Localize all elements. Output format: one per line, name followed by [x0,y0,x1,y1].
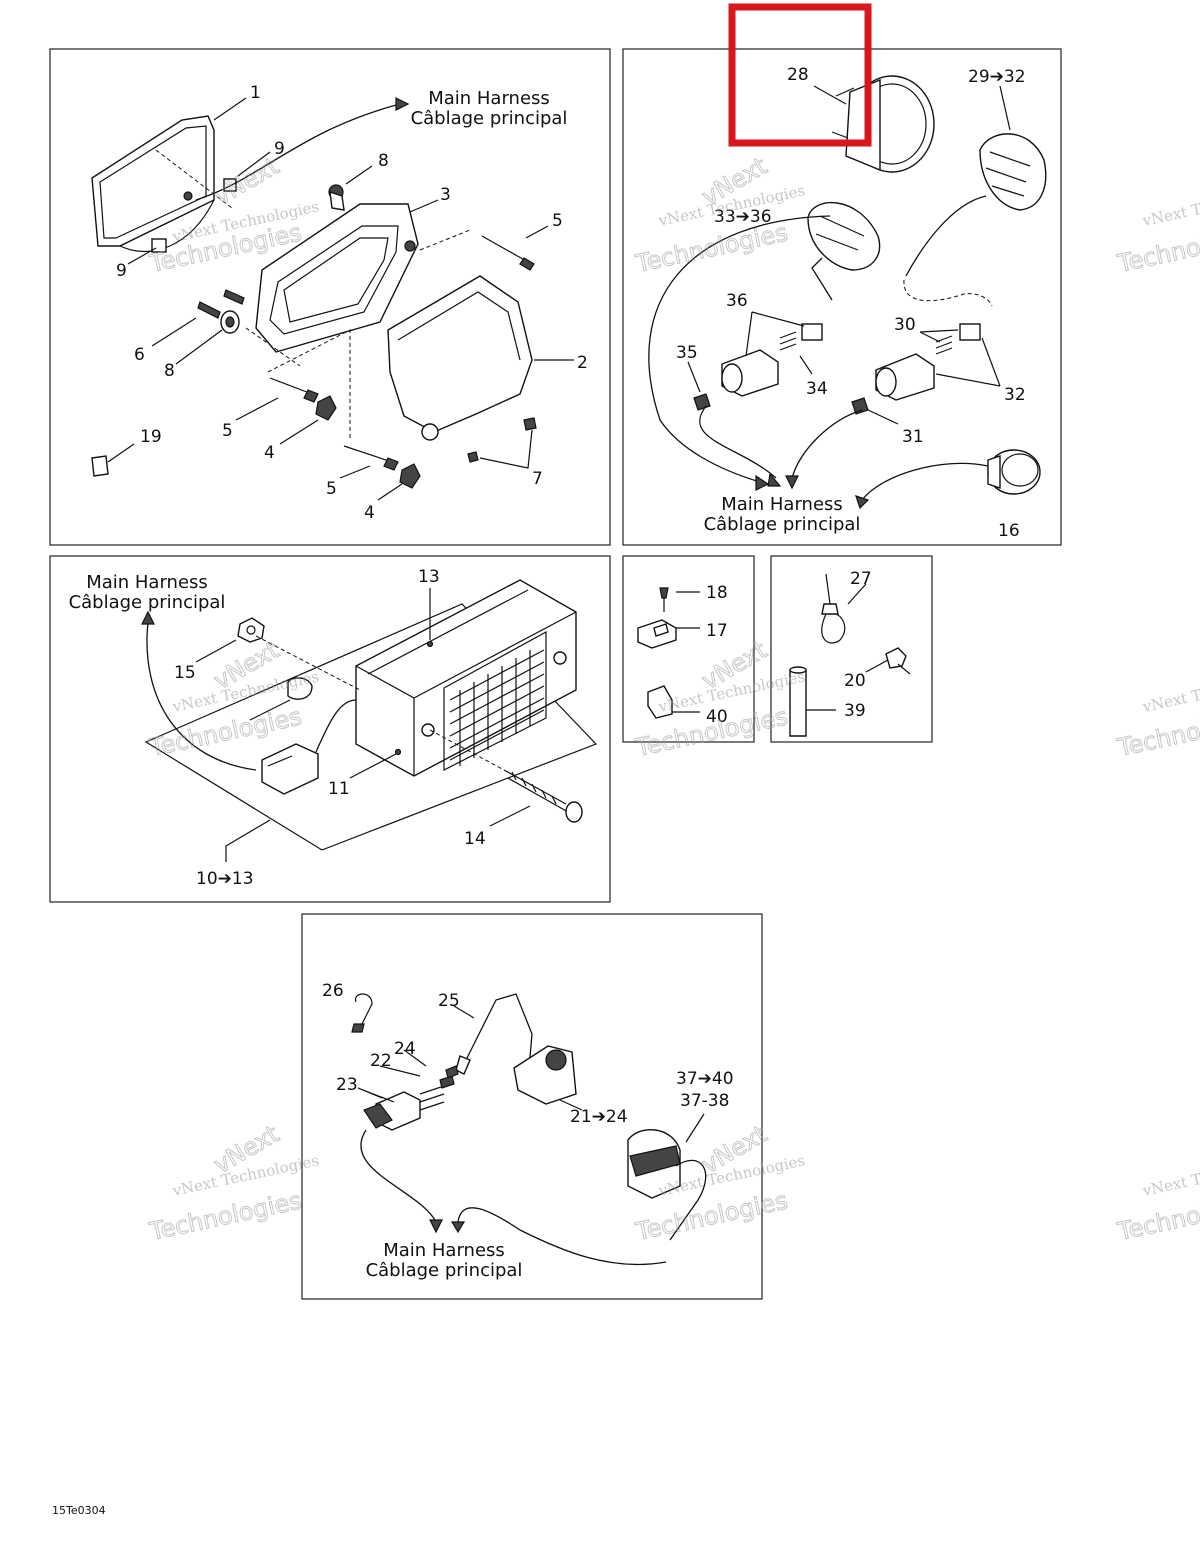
harness-labels: Main Harness Câblage principal Main Harn… [69,88,861,1281]
callout-8: 8 [164,361,175,381]
watermark-text: vNext Technologies [1140,181,1200,230]
callout-31: 31 [902,427,924,447]
callout-15: 15 [174,663,196,683]
work-light-drawing [141,579,598,862]
harness-label-fr: Câblage principal [704,514,861,535]
watermark-text: Technologies [632,218,790,278]
callout-9: 9 [116,261,127,281]
callout-26: 26 [322,981,344,1001]
callout-10-13: 10➔13 [196,869,254,889]
callout-28: 28 [787,65,809,85]
callout-30: 30 [894,315,916,335]
bracket-drawing [637,587,700,719]
callout-22: 22 [370,1051,392,1071]
harness-label-en: Main Harness [721,494,843,515]
callout-5: 5 [552,211,563,231]
callout-35: 35 [676,343,698,363]
callout-29-32: 29➔32 [968,67,1026,87]
callout-39: 39 [844,701,866,721]
watermark-text: Technologies [146,1186,304,1246]
harness-label-en: Main Harness [428,88,550,109]
callout-4: 4 [364,503,375,523]
callout-4: 4 [264,443,275,463]
watermark-text: Technologies [1114,218,1200,278]
callout-1: 1 [250,83,261,103]
harness-label-fr: Câblage principal [69,592,226,613]
callout-2: 2 [577,353,588,373]
callout-5: 5 [326,479,337,499]
callout-37-38: 37-38 [680,1091,729,1111]
watermark-text: vNext [209,152,284,211]
callout-32: 32 [1004,385,1026,405]
switch-drawing [351,993,707,1266]
headlight-drawing [91,97,574,501]
harness-label-en: Main Harness [86,572,208,593]
callout-11: 11 [328,779,350,799]
callout-40: 40 [706,707,728,727]
callout-27: 27 [850,569,872,589]
callout-labels: 1 9 8 3 5 9 6 2 8 5 19 4 7 5 4 28 29➔32 … [116,65,1026,1127]
panel-switch [301,913,763,1300]
callout-19: 19 [140,427,162,447]
callout-36: 36 [726,291,748,311]
callout-6: 6 [134,345,145,365]
panel-headlight [49,48,611,546]
callout-9: 9 [274,139,285,159]
callout-25: 25 [438,991,460,1011]
callout-13: 13 [418,567,440,587]
gauge-drawing [648,75,1047,510]
callout-37-40: 37➔40 [676,1069,734,1089]
panel-ties [770,555,933,743]
callout-16: 16 [998,521,1020,541]
drawing-code: 15Te0304 [52,1504,106,1517]
callout-24: 24 [394,1039,416,1059]
panel-work-light [49,555,611,903]
watermark-text: vNext Technologies [1140,667,1200,716]
callout-33-36: 33➔36 [714,207,772,227]
callout-5: 5 [222,421,233,441]
callout-18: 18 [706,583,728,603]
panel-gauge [622,48,1062,546]
panel-bracket [622,555,755,743]
callout-23: 23 [336,1075,358,1095]
harness-label-en: Main Harness [383,1240,505,1261]
callout-34: 34 [806,379,828,399]
harness-label-fr: Câblage principal [366,1260,523,1281]
callout-7: 7 [532,469,543,489]
callout-21-24: 21➔24 [570,1107,628,1127]
watermark-text: vNext Technologies [1140,1151,1200,1200]
callout-20: 20 [844,671,866,691]
callout-14: 14 [464,829,486,849]
callout-3: 3 [440,185,451,205]
callout-8: 8 [378,151,389,171]
callout-17: 17 [706,621,728,641]
ties-drawing [789,573,911,737]
harness-label-fr: Câblage principal [411,108,568,129]
highlight-box [728,3,872,147]
